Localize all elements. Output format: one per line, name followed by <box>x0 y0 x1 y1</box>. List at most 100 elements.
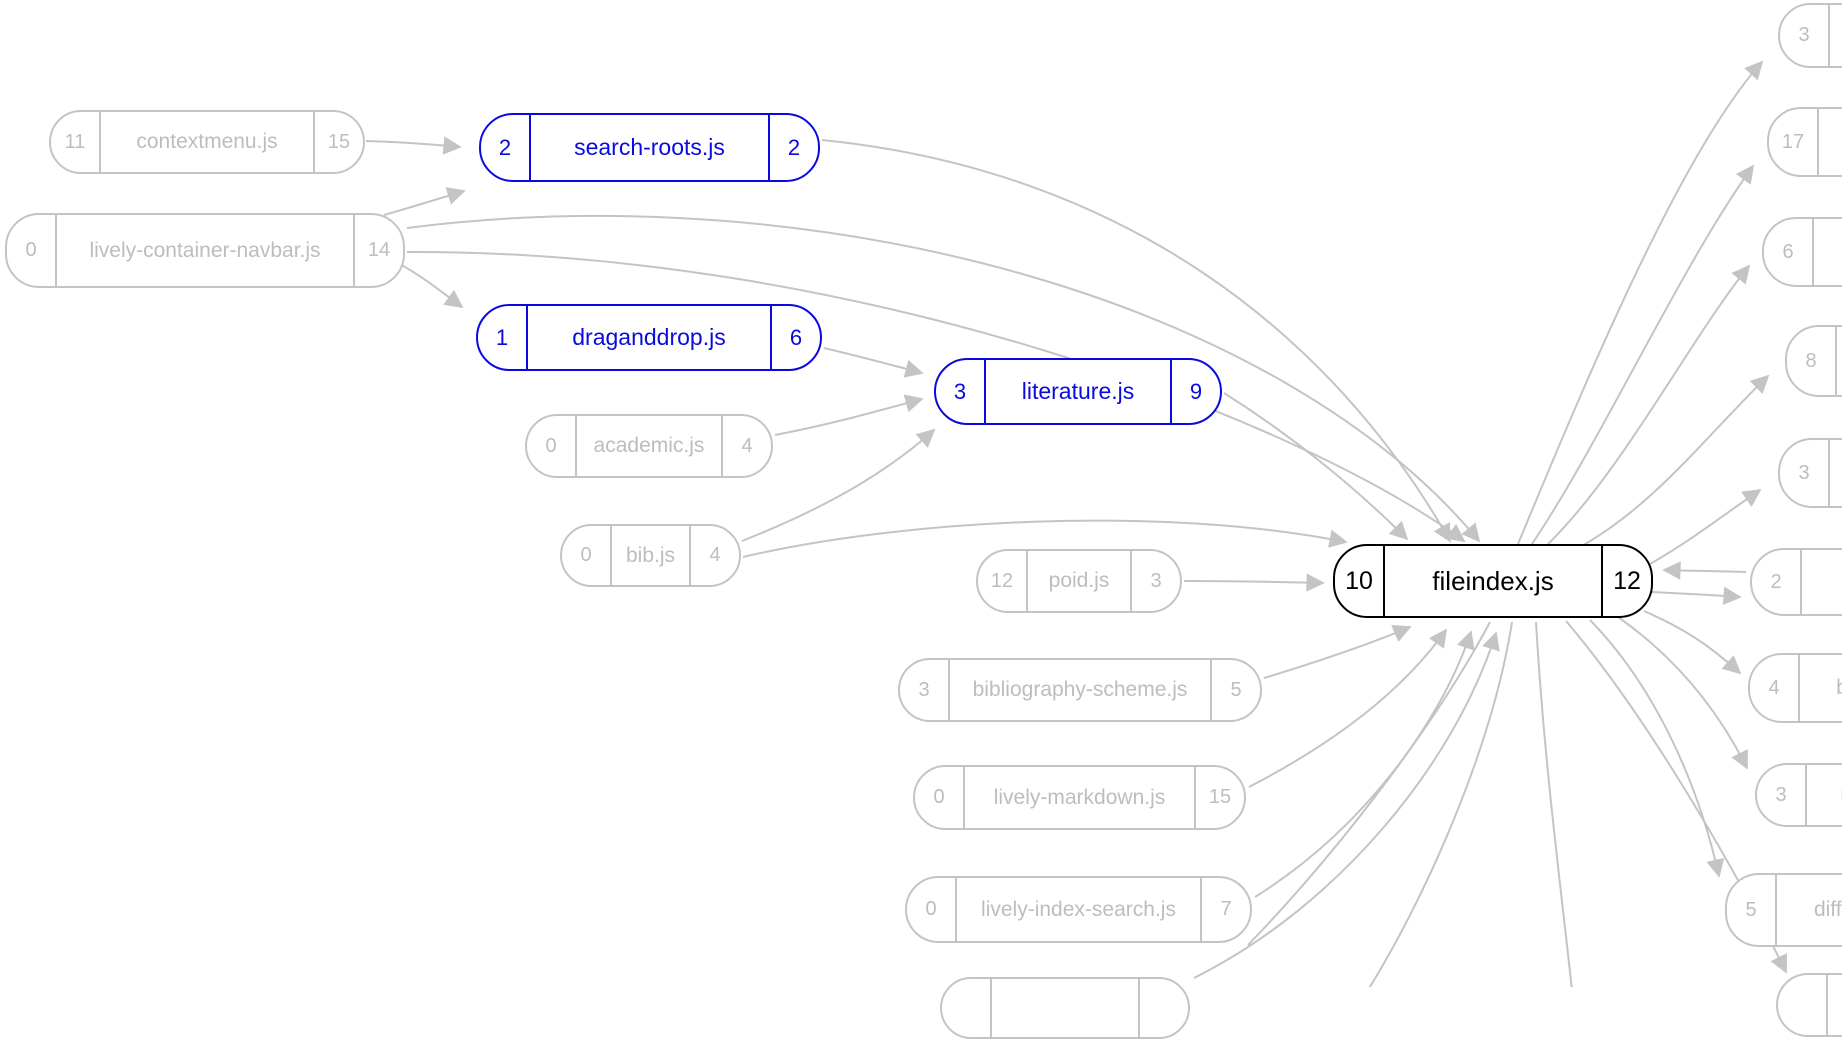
edge-fileindex-to-r-3b <box>1649 488 1762 565</box>
module-name: bib <box>1802 550 1842 614</box>
module-name <box>1830 5 1842 66</box>
incoming-count: 17 <box>1769 109 1819 175</box>
edge-draganddrop-to-literature <box>823 347 924 378</box>
node-r-8[interactable]: 8 <box>1785 325 1842 397</box>
module-name: academic.js <box>593 434 705 457</box>
outgoing-count: 9 <box>1170 360 1220 423</box>
edge-search-roots-to-fileindex <box>821 139 1451 543</box>
module-name: literature.js <box>1021 378 1135 404</box>
outgoing-count: 15 <box>1194 767 1244 828</box>
incoming-count: 11 <box>51 112 101 172</box>
module-name: lively-container-navbar.js <box>89 238 321 262</box>
outgoing-count: 4 <box>721 416 771 476</box>
edge-fileindex-to-r-17 <box>1531 164 1755 545</box>
edge-bottom-partial-to-fileindex <box>1193 631 1500 979</box>
incoming-count: 3 <box>900 660 950 720</box>
module-name: search-roots.js <box>574 134 725 160</box>
edge-fileindex-to-r-bibl <box>1651 586 1742 605</box>
node-lively-index-search[interactable]: 0 lively-index-search.js 7 <box>905 876 1252 943</box>
node-draganddrop[interactable]: 1 draganddrop.js 6 <box>476 304 822 371</box>
edge-contextmenu-to-search-roots <box>365 136 462 155</box>
module-name <box>1830 440 1842 506</box>
node-r-17[interactable]: 17 <box>1767 107 1842 177</box>
incoming-count <box>942 979 992 1037</box>
node-r-diff-m[interactable]: 5 diff-m <box>1725 873 1842 947</box>
node-r-co[interactable]: 6co <box>1762 217 1842 287</box>
edge-navbar-to-draganddrop <box>395 261 464 309</box>
node-academic[interactable]: 0 academic.js 4 <box>525 414 773 478</box>
edge-poid-to-fileindex <box>1183 573 1325 592</box>
node-poid[interactable]: 12 poid.js 3 <box>976 549 1182 613</box>
module-name: lively-markdown.js <box>993 785 1166 809</box>
incoming-count <box>1778 975 1828 1035</box>
node-r-bibt[interactable]: 4 bibt <box>1748 653 1842 723</box>
incoming-count: 0 <box>527 416 577 476</box>
edge-navbar-to-fileindex <box>406 215 1481 543</box>
edge-fileindex-to-offscreen-bottom <box>1247 621 1491 946</box>
incoming-count: 1 <box>478 306 528 369</box>
module-name: fileindex.js <box>1432 565 1554 596</box>
module-name: diff-m <box>1813 898 1842 921</box>
outgoing-count: 7 <box>1200 878 1250 941</box>
incoming-count: 0 <box>915 767 965 828</box>
edge-fileindex-to-offscreen-bottom <box>1535 621 1573 987</box>
outgoing-count: 12 <box>1601 546 1651 616</box>
edge-fileindex-to-r-diff-m <box>1589 619 1725 878</box>
outgoing-count: 6 <box>770 306 820 369</box>
node-bottom-partial[interactable] <box>940 977 1190 1039</box>
edge-navbar-to-fileindex <box>406 250 1466 543</box>
module-name: bibliography-scheme.js <box>972 678 1188 701</box>
node-r-bibl[interactable]: 2bib <box>1750 548 1842 616</box>
module-name <box>1819 109 1842 175</box>
incoming-count: 3 <box>1780 440 1830 506</box>
node-r-ma[interactable]: 3ma <box>1755 763 1842 827</box>
module-name: draganddrop.js <box>572 324 726 350</box>
incoming-count: 3 <box>1780 5 1830 66</box>
incoming-count: 12 <box>978 551 1028 611</box>
incoming-count: 3 <box>936 360 986 423</box>
edge-literature-to-fileindex <box>1223 392 1409 541</box>
outgoing-count: 4 <box>689 526 739 585</box>
module-name: lively-index-search.js <box>981 897 1176 921</box>
incoming-count: 2 <box>1752 550 1802 614</box>
incoming-count: 8 <box>1787 327 1837 395</box>
edge-academic-to-literature <box>774 394 924 436</box>
module-name <box>1837 327 1842 395</box>
node-r-3b[interactable]: 3 <box>1778 438 1842 508</box>
incoming-count: 5 <box>1727 875 1777 945</box>
edge-fileindex-to-r-8 <box>1579 374 1770 548</box>
module-name: bibt <box>1836 676 1842 699</box>
outgoing-count: 14 <box>353 215 403 286</box>
node-r-bottom-partial[interactable] <box>1776 973 1842 1037</box>
node-r-3a[interactable]: 3 <box>1778 3 1842 68</box>
incoming-count: 10 <box>1335 546 1385 616</box>
incoming-count: 6 <box>1764 219 1814 285</box>
module-name: poid.js <box>1048 569 1110 592</box>
edge-fileindex-to-r-ma <box>1617 616 1748 770</box>
incoming-count: 4 <box>1750 655 1800 721</box>
node-lively-markdown[interactable]: 0 lively-markdown.js 15 <box>913 765 1246 830</box>
edge-fileindex-to-offscreen-bottom <box>1368 621 1513 987</box>
edge-bibliography-scheme-to-fileindex <box>1263 625 1412 679</box>
edge-r-bibl-to-fileindex <box>1662 561 1747 580</box>
node-fileindex[interactable]: 10 fileindex.js 12 <box>1333 544 1653 618</box>
outgoing-count: 3 <box>1130 551 1180 611</box>
edge-navbar-to-search-roots <box>383 187 466 216</box>
edge-bib-to-fileindex <box>742 519 1348 558</box>
edge-fileindex-to-r-co <box>1547 264 1751 545</box>
incoming-count: 0 <box>907 878 957 941</box>
edge-bib-to-literature <box>741 428 936 542</box>
edge-fileindex-to-r-3a <box>1517 60 1764 545</box>
module-name <box>1828 975 1842 1035</box>
outgoing-count <box>1138 979 1188 1037</box>
node-literature[interactable]: 3 literature.js 9 <box>934 358 1222 425</box>
incoming-count: 0 <box>562 526 612 585</box>
dependency-edges <box>365 60 1787 987</box>
outgoing-count: 15 <box>313 112 363 172</box>
